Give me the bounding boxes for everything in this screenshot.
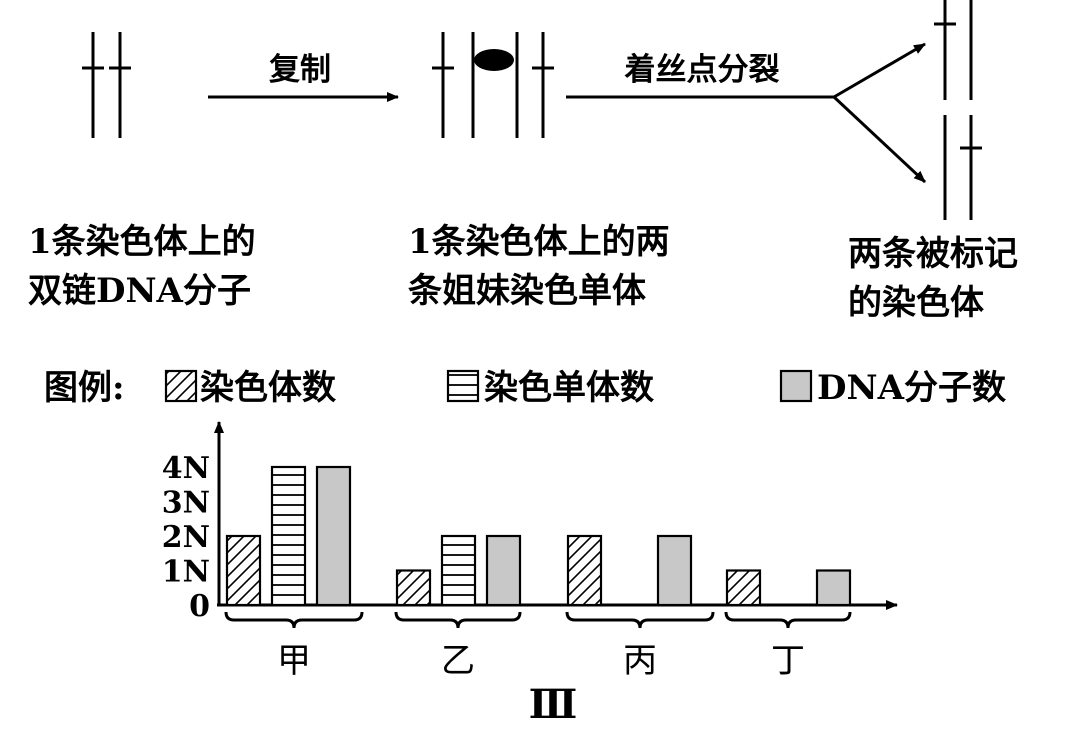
- process-diagram: 复制 着丝点分裂 1条染色体上的 双链DNA分子: [28, 0, 1018, 323]
- legend-label-dna: DNA分子数: [817, 368, 1006, 408]
- legend-swatch-dna: [779, 369, 813, 403]
- category-brace: [394, 611, 522, 629]
- y-tick-label: 4N: [162, 451, 210, 486]
- category-label: 乙: [441, 641, 475, 681]
- caption-middle-line1: 1条染色体上的两: [408, 222, 670, 262]
- bar: [270, 465, 307, 607]
- category-brace: [224, 611, 364, 629]
- caption-left-line2: 双链DNA分子: [28, 271, 251, 311]
- branch-arrow-up: [833, 42, 926, 99]
- legend: 图例: 染色体数 染色单体数 DNA分子数: [44, 368, 1006, 408]
- legend-label-chromatid: 染色单体数: [484, 368, 654, 408]
- dna-double-strand-icon: [82, 32, 131, 138]
- category-brace: [724, 611, 852, 629]
- bar: [566, 534, 603, 607]
- bars: [225, 465, 852, 607]
- bar: [315, 465, 352, 607]
- caption-right-line1: 两条被标记: [848, 234, 1018, 274]
- sister-chromatids-icon: [432, 32, 554, 138]
- caption-middle-line2: 条姐妹染色单体: [408, 271, 646, 311]
- legend-label-chromosome: 染色体数: [200, 368, 336, 408]
- labelled-chromosome-upper-icon: [934, 0, 973, 100]
- labelled-chromosome-lower-icon: [943, 115, 982, 220]
- y-tick-label: 2N: [162, 520, 210, 555]
- centromere-icon: [474, 49, 514, 71]
- category-label: 丁: [771, 641, 805, 681]
- bar: [725, 569, 762, 607]
- legend-swatch-chromatid: [446, 369, 480, 403]
- y-tick-label: 3N: [162, 486, 210, 521]
- bar: [440, 534, 477, 607]
- category-label: 甲: [277, 641, 311, 681]
- centromere-split-label: 着丝点分裂: [624, 52, 780, 88]
- category-label: 丙: [623, 641, 657, 681]
- branch-arrow-down: [832, 95, 927, 184]
- figure-label: Ⅲ: [529, 681, 578, 728]
- y-tick-label: 1N: [162, 555, 210, 590]
- y-tick-label: 0: [189, 589, 210, 624]
- bar: [815, 569, 852, 607]
- legend-title: 图例:: [44, 368, 125, 408]
- category-braces: [224, 611, 852, 629]
- caption-right-line2: 的染色体: [848, 283, 984, 323]
- category-brace: [565, 611, 715, 629]
- category-labels: 甲乙丙丁: [277, 641, 805, 681]
- legend-swatch-chromosome: [164, 369, 198, 403]
- replication-label: 复制: [269, 52, 331, 88]
- bar: [485, 534, 522, 607]
- bar: [395, 569, 432, 607]
- caption-left-line1: 1条染色体上的: [28, 222, 256, 262]
- bar: [656, 534, 693, 607]
- bar: [225, 534, 262, 607]
